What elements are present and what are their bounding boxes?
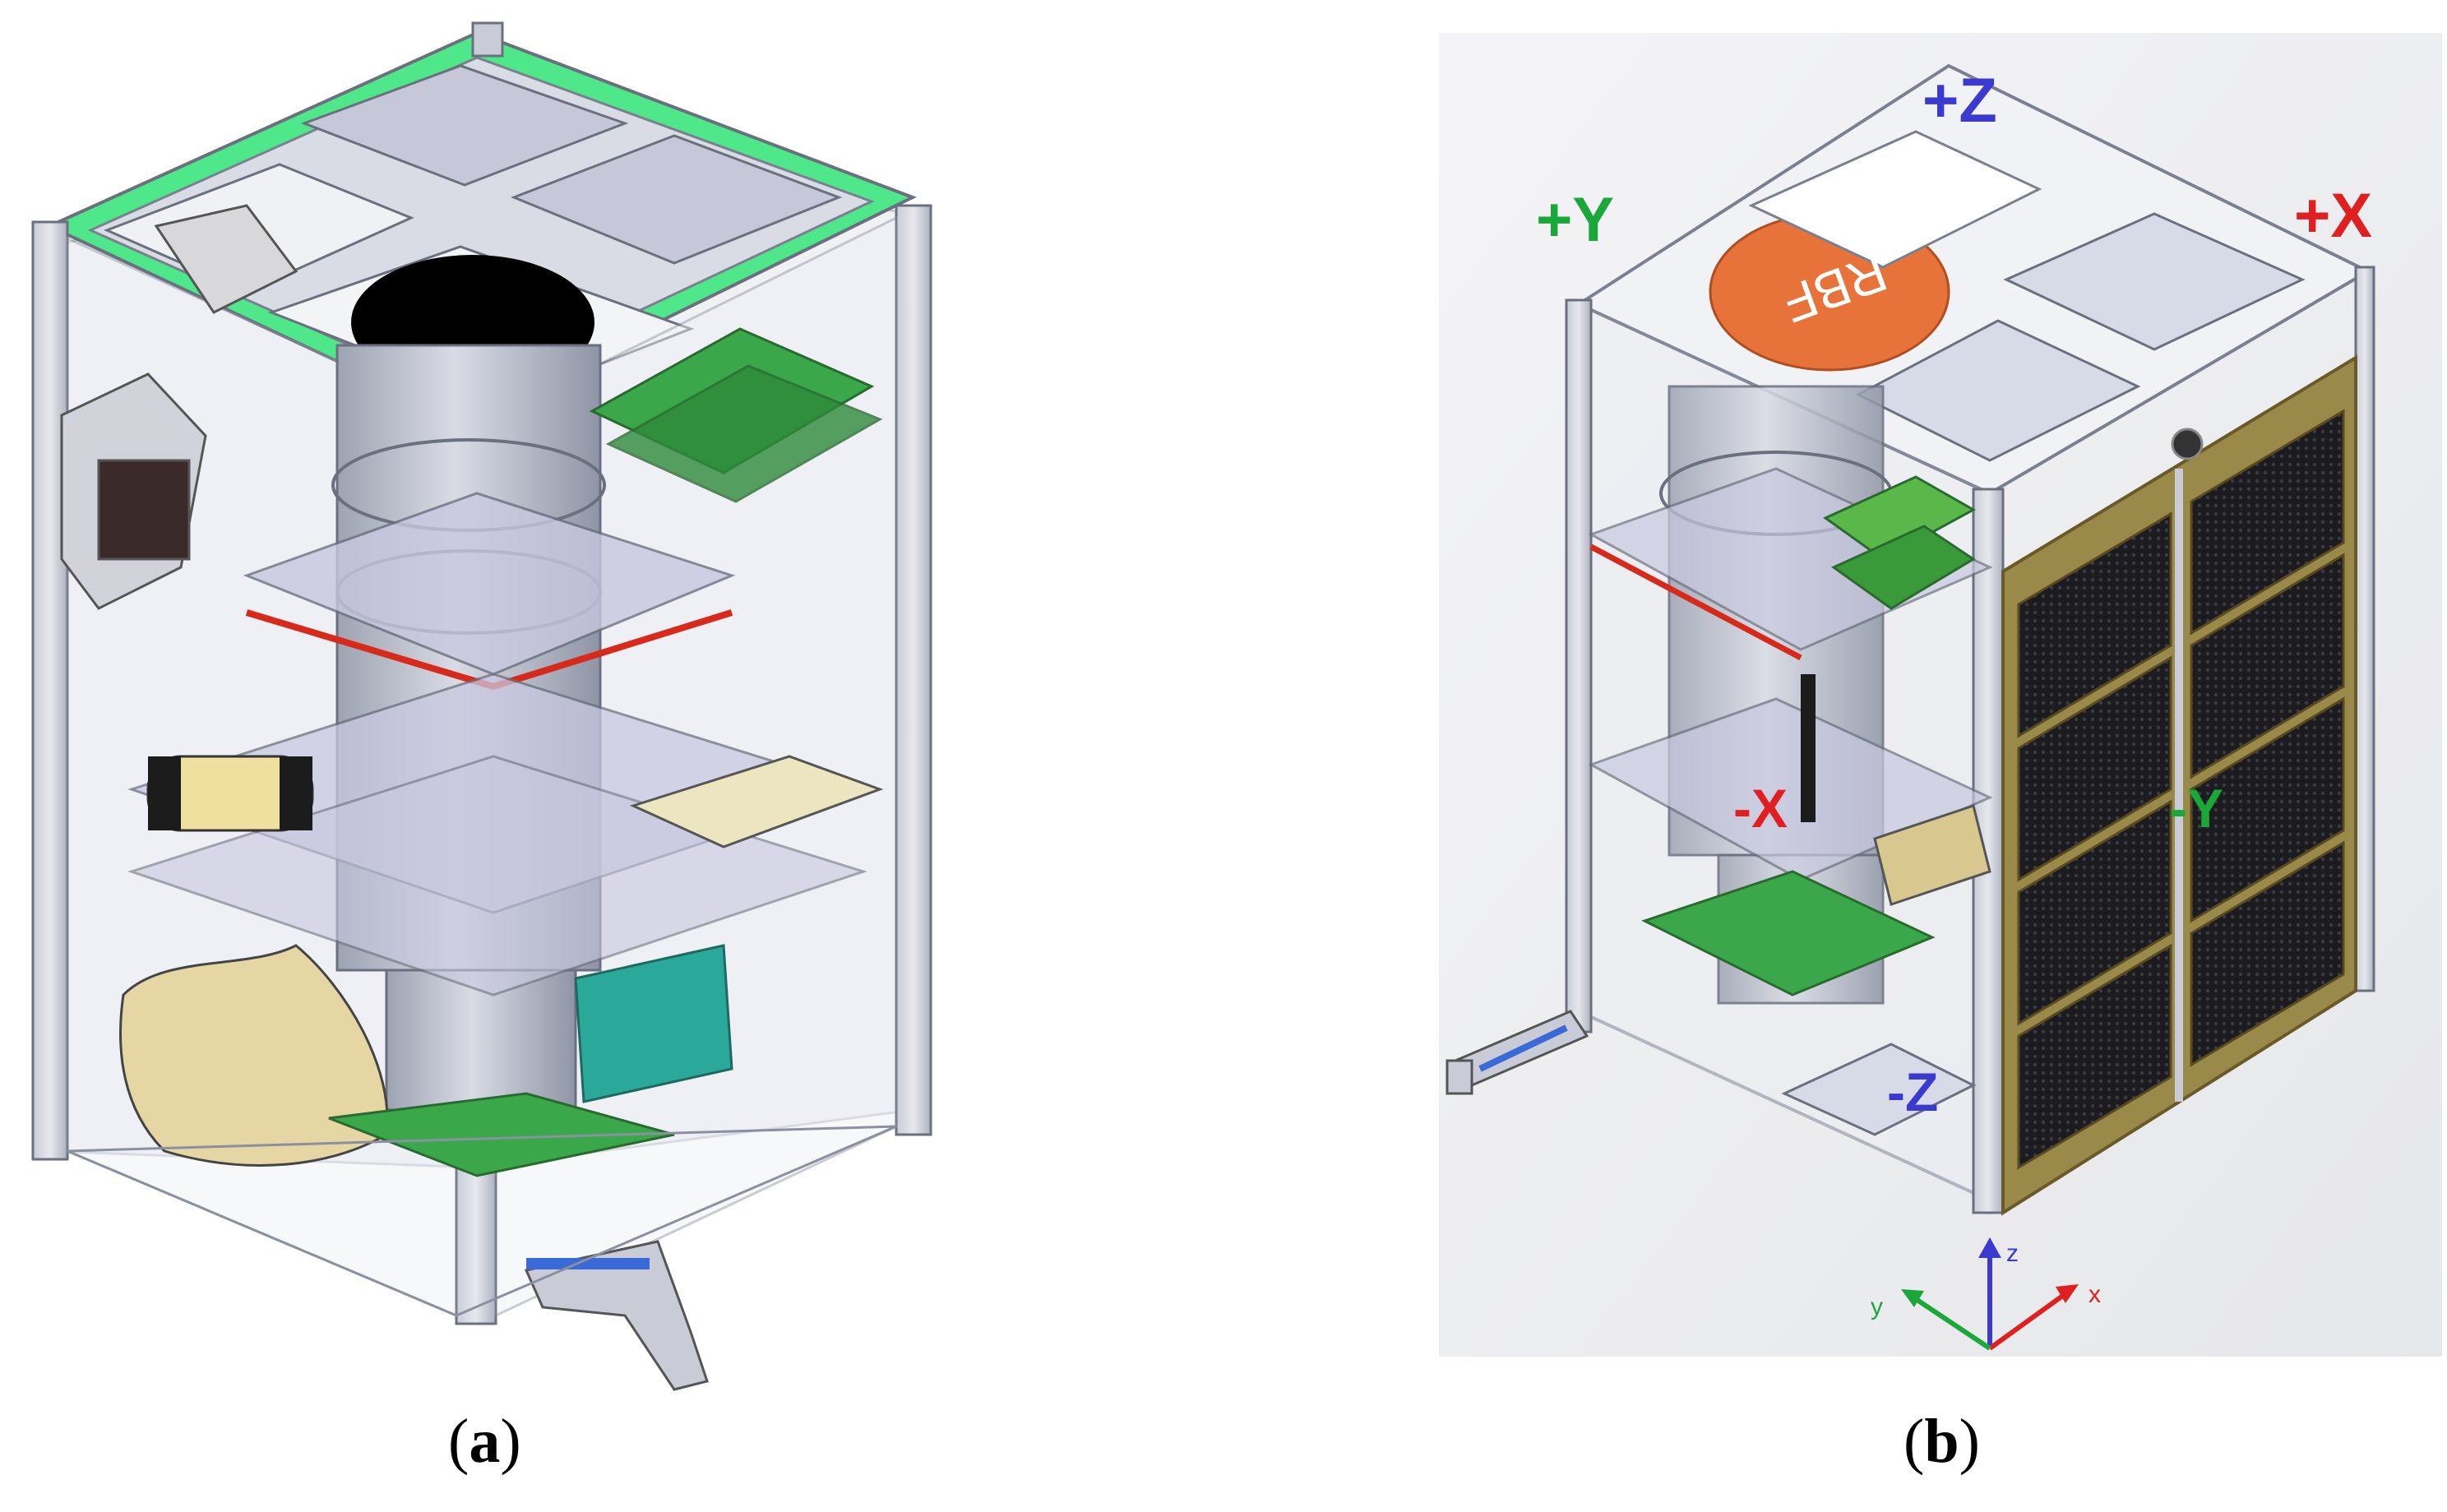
axis-triad [1901, 1237, 2079, 1351]
triad-x-label: x [2089, 1281, 2101, 1308]
label-minus-y: -Y [2169, 778, 2223, 839]
label-plus-y: +Y [1536, 185, 1615, 255]
label-minus-x: -X [1733, 778, 1788, 839]
label-plus-z: +Z [1922, 66, 1997, 136]
panel-a-satellite [31, 21, 932, 1391]
caption-a: (a) [448, 1407, 521, 1476]
solar-cells [2017, 409, 2345, 1170]
label-minus-z: -Z [1887, 1061, 1939, 1122]
caption-b: (b) [1903, 1407, 1980, 1476]
panel-b-satellite [1439, 33, 2442, 1357]
label-plus-x: +X [2294, 181, 2373, 251]
triad-y-label: y [1871, 1293, 1883, 1320]
triad-z-label: z [2006, 1240, 2019, 1267]
